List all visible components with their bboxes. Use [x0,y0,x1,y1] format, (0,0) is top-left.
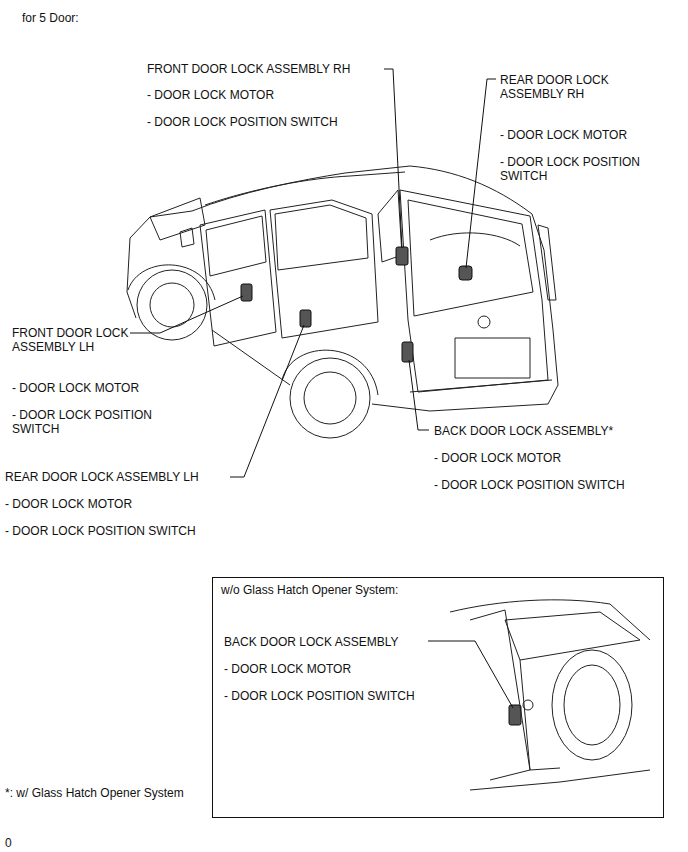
front-window [206,216,266,276]
door-lock-assembly [396,247,408,265]
part-name: BACK DOOR LOCK ASSEMBLY* [434,424,613,438]
inset-bumper [470,770,650,790]
leader-line [466,79,496,268]
part-name: REAR DOOR LOCK ASSEMBLY RH [500,73,620,101]
inset-back-door [470,610,530,780]
rear-window [275,205,368,270]
part-name: FRONT DOOR LOCK ASSEMBLY RH [147,62,350,76]
tail-light [538,225,556,300]
bumper [410,380,552,392]
body-outline [130,166,558,411]
front-wheel [137,270,207,340]
spare-tire [564,665,620,745]
inset-emblem [523,700,533,710]
vehicle-outline [127,166,558,438]
component-item: - DOOR LOCK MOTOR [224,662,351,676]
leader-lines [130,69,513,708]
component-item: - DOOR LOCK MOTOR [147,88,274,102]
emblem [478,316,490,328]
inset-body [520,660,560,770]
windshield [150,198,205,240]
component-item: - DOOR LOCK POSITION SWITCH [434,478,625,492]
component-item: - DOOR LOCK MOTOR [434,451,561,465]
rear-wheel [290,358,370,438]
rear-wheel [304,372,356,424]
inset-glass [505,612,640,660]
door-lock-assembly [300,310,311,327]
door-lock-assembly [459,266,472,280]
component-item: - DOOR LOCK MOTOR [5,497,132,511]
component-item: - DOOR LOCK POSITION SWITCH [147,115,338,129]
component-item: - DOOR LOCK MOTOR [500,128,627,142]
back-door [400,190,548,392]
door-lock-assembly [241,284,252,301]
wheel-arch [282,350,378,395]
body-outline [212,330,290,385]
page-number: 0 [5,836,12,850]
leader-line [130,296,243,333]
footnote: *: w/ Glass Hatch Opener System [5,786,184,800]
door-lock-assembly [402,342,413,362]
leader-line [230,325,304,477]
roof-rail [205,172,405,205]
license-plate [455,338,530,378]
inset-body [450,600,650,640]
part-name: BACK DOOR LOCK ASSEMBLY [224,635,399,649]
back-glass [408,200,533,316]
leader-line [409,360,429,430]
leader-line [384,69,402,248]
rear-door [270,200,378,338]
mirror [180,228,194,247]
glass-detail [430,233,520,246]
inset-heading: w/o Glass Hatch Opener System: [221,583,398,597]
spare-tire [552,650,632,760]
page-heading: for 5 Door: [22,11,79,25]
component-item: - DOOR LOCK MOTOR [12,381,139,395]
component-item: - DOOR LOCK POSITION SWITCH [500,155,650,183]
component-item: - DOOR LOCK POSITION SWITCH [5,524,196,538]
leader-line [428,641,513,708]
door-lock-assembly [509,705,521,725]
wheel-arch [128,265,215,300]
front-door [200,210,276,346]
component-item: - DOOR LOCK POSITION SWITCH [12,408,162,436]
part-name: REAR DOOR LOCK ASSEMBLY LH [5,470,199,484]
inset-vehicle [450,600,650,790]
part-name: FRONT DOOR LOCK ASSEMBLY LH [12,326,137,354]
component-item: - DOOR LOCK POSITION SWITCH [224,689,415,703]
inset-panel: w/o Glass Hatch Opener System: BACK DOOR … [212,577,664,818]
